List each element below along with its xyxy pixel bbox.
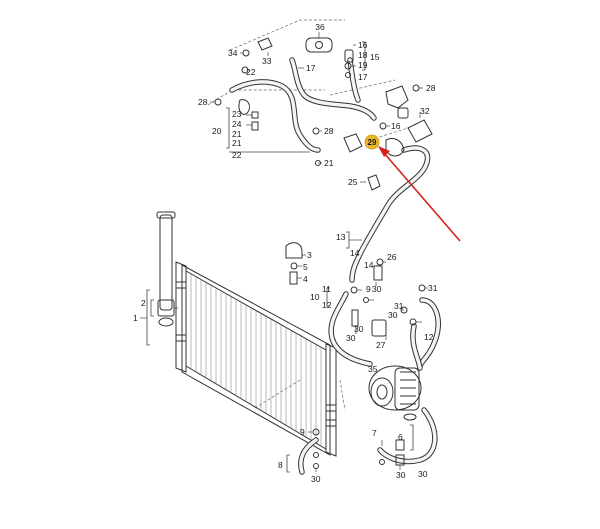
- receiver-dryer: [156, 211, 176, 327]
- condenser-fins: [190, 273, 322, 446]
- group-outlines: [207, 19, 409, 411]
- part-label: 14: [350, 248, 360, 258]
- part-label: 23: [232, 109, 242, 119]
- part-label: 13: [336, 232, 346, 242]
- part-label: 12: [322, 300, 332, 310]
- part-label: 21: [232, 129, 242, 139]
- part-label: 16: [391, 121, 401, 131]
- part-label: 18: [358, 50, 368, 60]
- part-label: 35: [368, 364, 378, 374]
- red-arrow: [378, 146, 461, 242]
- part-label: 27: [376, 340, 386, 350]
- red-arrow-shaft: [383, 152, 461, 242]
- part-label: 21: [324, 158, 334, 168]
- part-label: 15: [370, 52, 380, 62]
- part-label: 36: [315, 22, 325, 32]
- part-label: 7: [372, 428, 377, 438]
- part-label: 28: [426, 83, 436, 93]
- part-label: 31: [394, 301, 404, 311]
- part-label: 22: [246, 67, 256, 77]
- part-label: 30: [354, 324, 364, 334]
- part-label: 4: [303, 274, 308, 284]
- part-label: 19: [358, 60, 368, 70]
- part-label: 12: [424, 332, 434, 342]
- part-label: 32: [420, 106, 430, 116]
- red-arrow-head-icon: [378, 146, 390, 157]
- part-label: 22: [232, 150, 242, 160]
- part-labels: 36 34 33 16 18 19 17 15 22 17 28 28 32 2…: [133, 22, 438, 484]
- compressor: [368, 365, 422, 421]
- part-label: 8: [278, 460, 283, 470]
- part-label: 11: [322, 284, 331, 294]
- part-label: 20: [212, 126, 222, 136]
- part-label: 17: [358, 72, 368, 82]
- part-label: 24: [232, 119, 242, 129]
- refrigerant-pipes: [229, 57, 441, 475]
- part-label: 10: [310, 292, 320, 302]
- leader-lines: [140, 32, 428, 473]
- part-label: 16: [358, 40, 368, 50]
- part-label: 26: [387, 252, 397, 262]
- part-label: 30: [418, 469, 428, 479]
- part-label: 30: [311, 474, 321, 484]
- condenser: [175, 261, 337, 457]
- part-label: 21: [232, 138, 242, 148]
- part-label: 6: [398, 432, 403, 442]
- part-label: 5: [303, 262, 308, 272]
- part-label: 9: [366, 284, 371, 294]
- highlighted-part-29[interactable]: 29: [364, 134, 380, 150]
- part-label: 3: [307, 250, 312, 260]
- part-label: 9: [300, 427, 305, 437]
- highlight-marker: [364, 134, 380, 150]
- part-label: 17: [306, 63, 316, 73]
- part-label: 34: [228, 48, 238, 58]
- part-label: 31: [428, 283, 438, 293]
- highlight-label: 29: [368, 138, 377, 147]
- part-label: 33: [262, 56, 272, 66]
- part-label: 25: [348, 177, 358, 187]
- part-label: 2: [141, 298, 146, 308]
- part-label: 14: [364, 260, 374, 270]
- part-label: 28: [198, 97, 208, 107]
- part-label: 1: [133, 313, 138, 323]
- part-label: 30: [396, 470, 406, 480]
- small-parts: [214, 37, 433, 469]
- part-label: 30: [388, 310, 398, 320]
- part-label: 30: [346, 333, 356, 343]
- part-label: 30: [372, 284, 382, 294]
- part-label: 28: [324, 126, 334, 136]
